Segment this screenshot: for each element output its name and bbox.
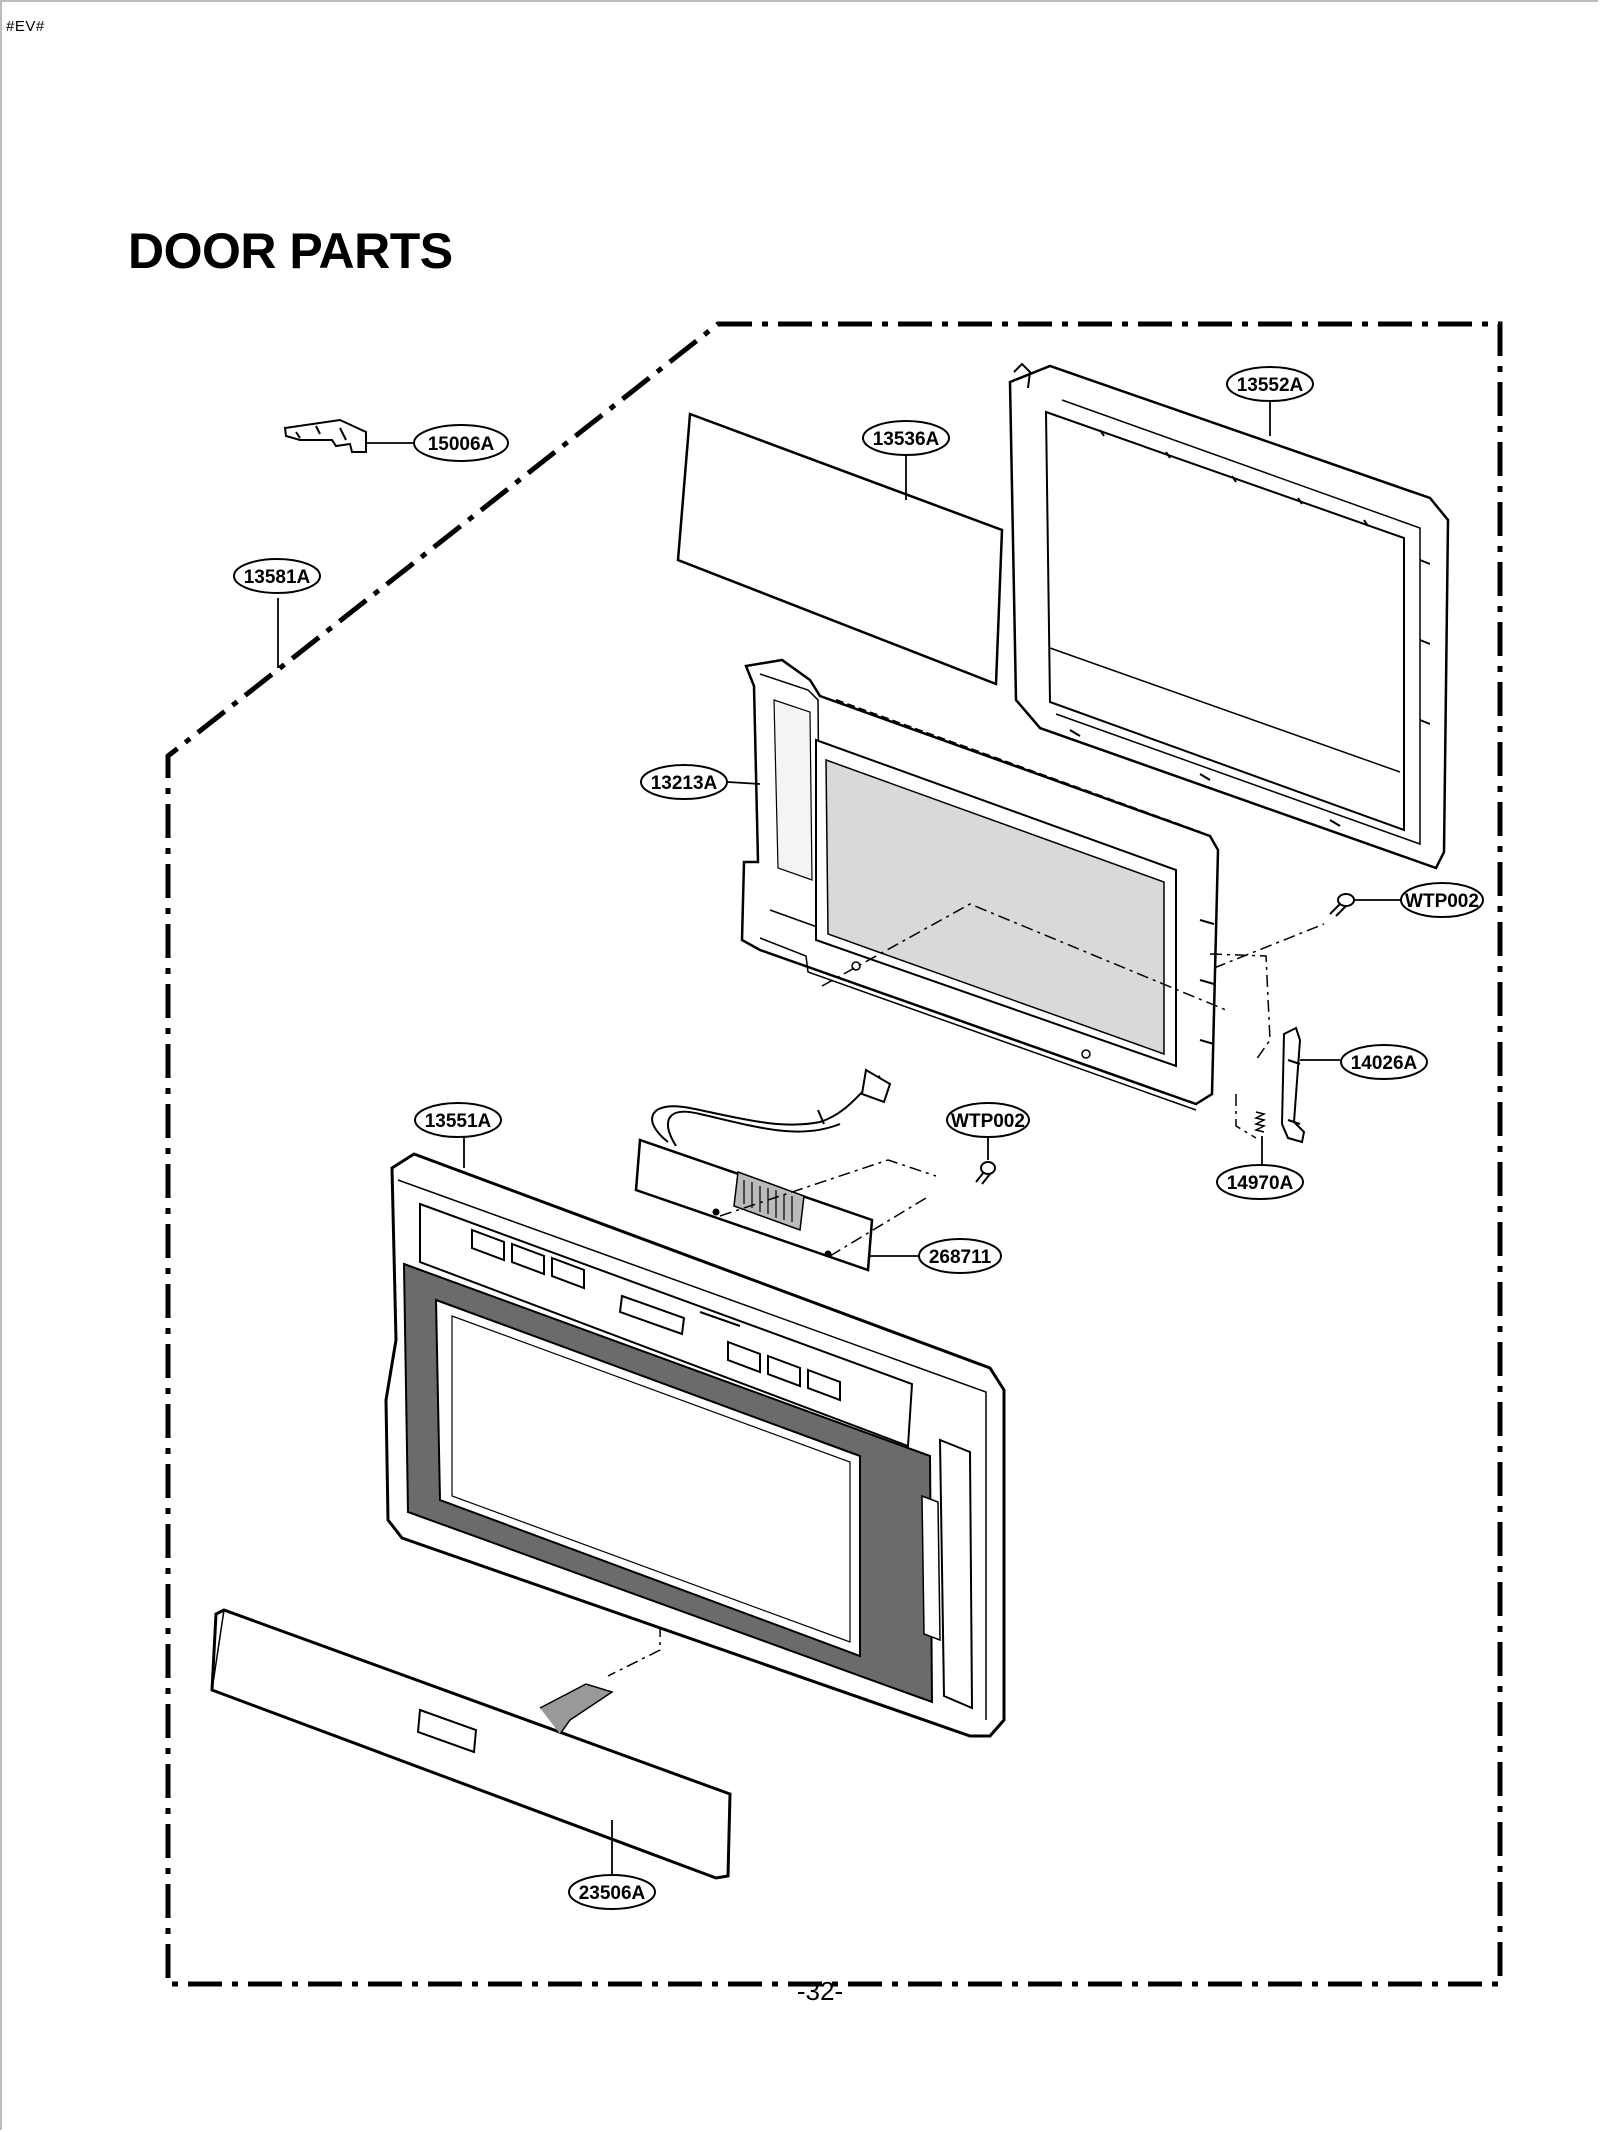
svg-text:WTP002: WTP002 xyxy=(1405,891,1479,912)
callout-23506A: 23506A xyxy=(568,1874,656,1910)
document-code: #EV# xyxy=(6,18,45,35)
svg-text:13551A: 13551A xyxy=(425,1111,492,1132)
callout-13536A: 13536A xyxy=(862,420,950,456)
svg-text:13552A: 13552A xyxy=(1237,375,1304,396)
callout-wtp002-upper: WTP002 xyxy=(1400,882,1484,918)
page-number: -32- xyxy=(796,1976,844,2006)
callout-14970A: 14970A xyxy=(1216,1164,1304,1200)
svg-text:14970A: 14970A xyxy=(1227,1173,1294,1194)
svg-text:15006A: 15006A xyxy=(428,434,495,455)
svg-text:WTP002: WTP002 xyxy=(951,1111,1025,1132)
callout-13552A: 13552A xyxy=(1226,366,1314,402)
svg-text:13581A: 13581A xyxy=(244,567,311,588)
callout-13581A: 13581A xyxy=(233,558,321,594)
part-15006A-latch xyxy=(283,418,367,453)
part-13552A-choke-frame xyxy=(1008,362,1450,870)
callout-14026A: 14026A xyxy=(1340,1044,1428,1080)
svg-text:13213A: 13213A xyxy=(651,773,718,794)
svg-text:13536A: 13536A xyxy=(873,429,940,450)
svg-text:23506A: 23506A xyxy=(579,1883,646,1904)
part-268711-control-board xyxy=(634,1068,892,1272)
part-13213A-door-inner xyxy=(740,658,1220,1111)
part-14970A-spring xyxy=(1253,1111,1267,1133)
assembly-guide-lines-upper xyxy=(821,903,1325,1139)
part-14026A-latch xyxy=(1280,1026,1306,1144)
svg-text:268711: 268711 xyxy=(929,1247,992,1268)
part-13551A-door-frame xyxy=(384,1152,1006,1738)
callout-268711: 268711 xyxy=(918,1238,1002,1274)
svg-text:14026A: 14026A xyxy=(1351,1053,1418,1074)
callout-13551A: 13551A xyxy=(414,1102,502,1138)
callout-13213A: 13213A xyxy=(640,764,728,800)
callout-wtp002-lower: WTP002 xyxy=(946,1102,1030,1138)
part-wtp002-lower-screw xyxy=(975,1161,996,1185)
part-23506A-control-strip xyxy=(210,1608,732,1880)
page-title: DOOR PARTS xyxy=(128,223,453,279)
assembly-boundary xyxy=(165,321,1503,1987)
part-wtp002-upper-screw xyxy=(1329,893,1355,917)
part-13536A-panel xyxy=(676,412,1004,686)
callout-15006A: 15006A xyxy=(413,424,509,462)
